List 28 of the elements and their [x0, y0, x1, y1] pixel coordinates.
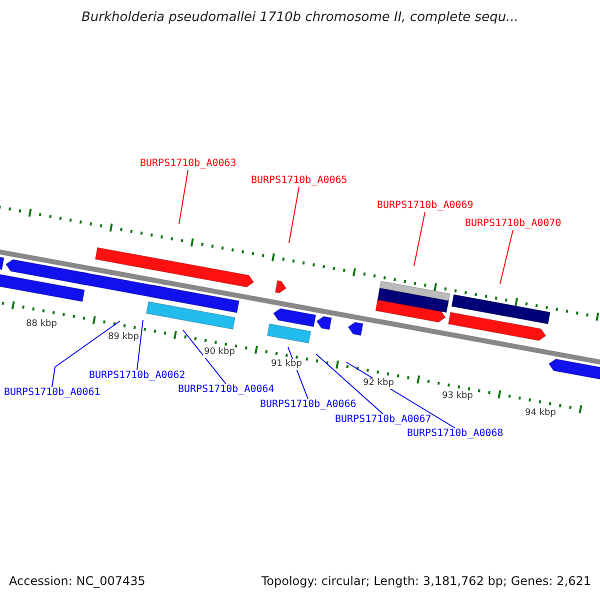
leader-line	[182, 330, 226, 384]
leader-line	[136, 320, 144, 370]
leader-line	[178, 170, 188, 224]
scale-label: 91 kbp	[270, 359, 303, 370]
scale-label: 90 kbp	[203, 347, 236, 358]
gene-label: BURPS1710b_A0067	[335, 414, 432, 426]
gene-label: BURPS1710b_A0065	[251, 175, 348, 187]
scale-label: 92 kbp	[362, 378, 395, 389]
leader-line	[500, 230, 514, 284]
gene-label: BURPS1710b_A0061	[4, 387, 100, 399]
gene-label: BURPS1710b_A0068	[407, 428, 504, 440]
gene-label: BURPS1710b_A0070	[465, 218, 562, 230]
leader-line	[288, 186, 300, 244]
title: Burkholderia pseudomallei 1710b chromosome II, complete sequ...	[80, 10, 520, 25]
footer-text: Accession: NC_007435	[9, 574, 146, 588]
scale-label: 93 kbp	[441, 391, 474, 402]
gene-label: BURPS1710b_A0066	[260, 399, 356, 411]
gene-label: BURPS1710b_A0062	[89, 370, 186, 382]
footer-text: Topology: circular; Length: 3,181,762 bp; Genes: 2,621	[261, 574, 591, 588]
scale-label: 89 kbp	[107, 332, 140, 343]
leader-line	[316, 354, 384, 414]
scale-label: 94 kbp	[524, 408, 557, 419]
leader-line	[414, 212, 426, 266]
gene-label: BURPS1710b_A0064	[178, 384, 274, 396]
gene-label: BURPS1710b_A0063	[140, 158, 236, 170]
scale-label: 88 kbp	[25, 319, 58, 330]
leader-line	[52, 320, 120, 388]
gene-label: BURPS1710b_A0069	[377, 200, 474, 212]
